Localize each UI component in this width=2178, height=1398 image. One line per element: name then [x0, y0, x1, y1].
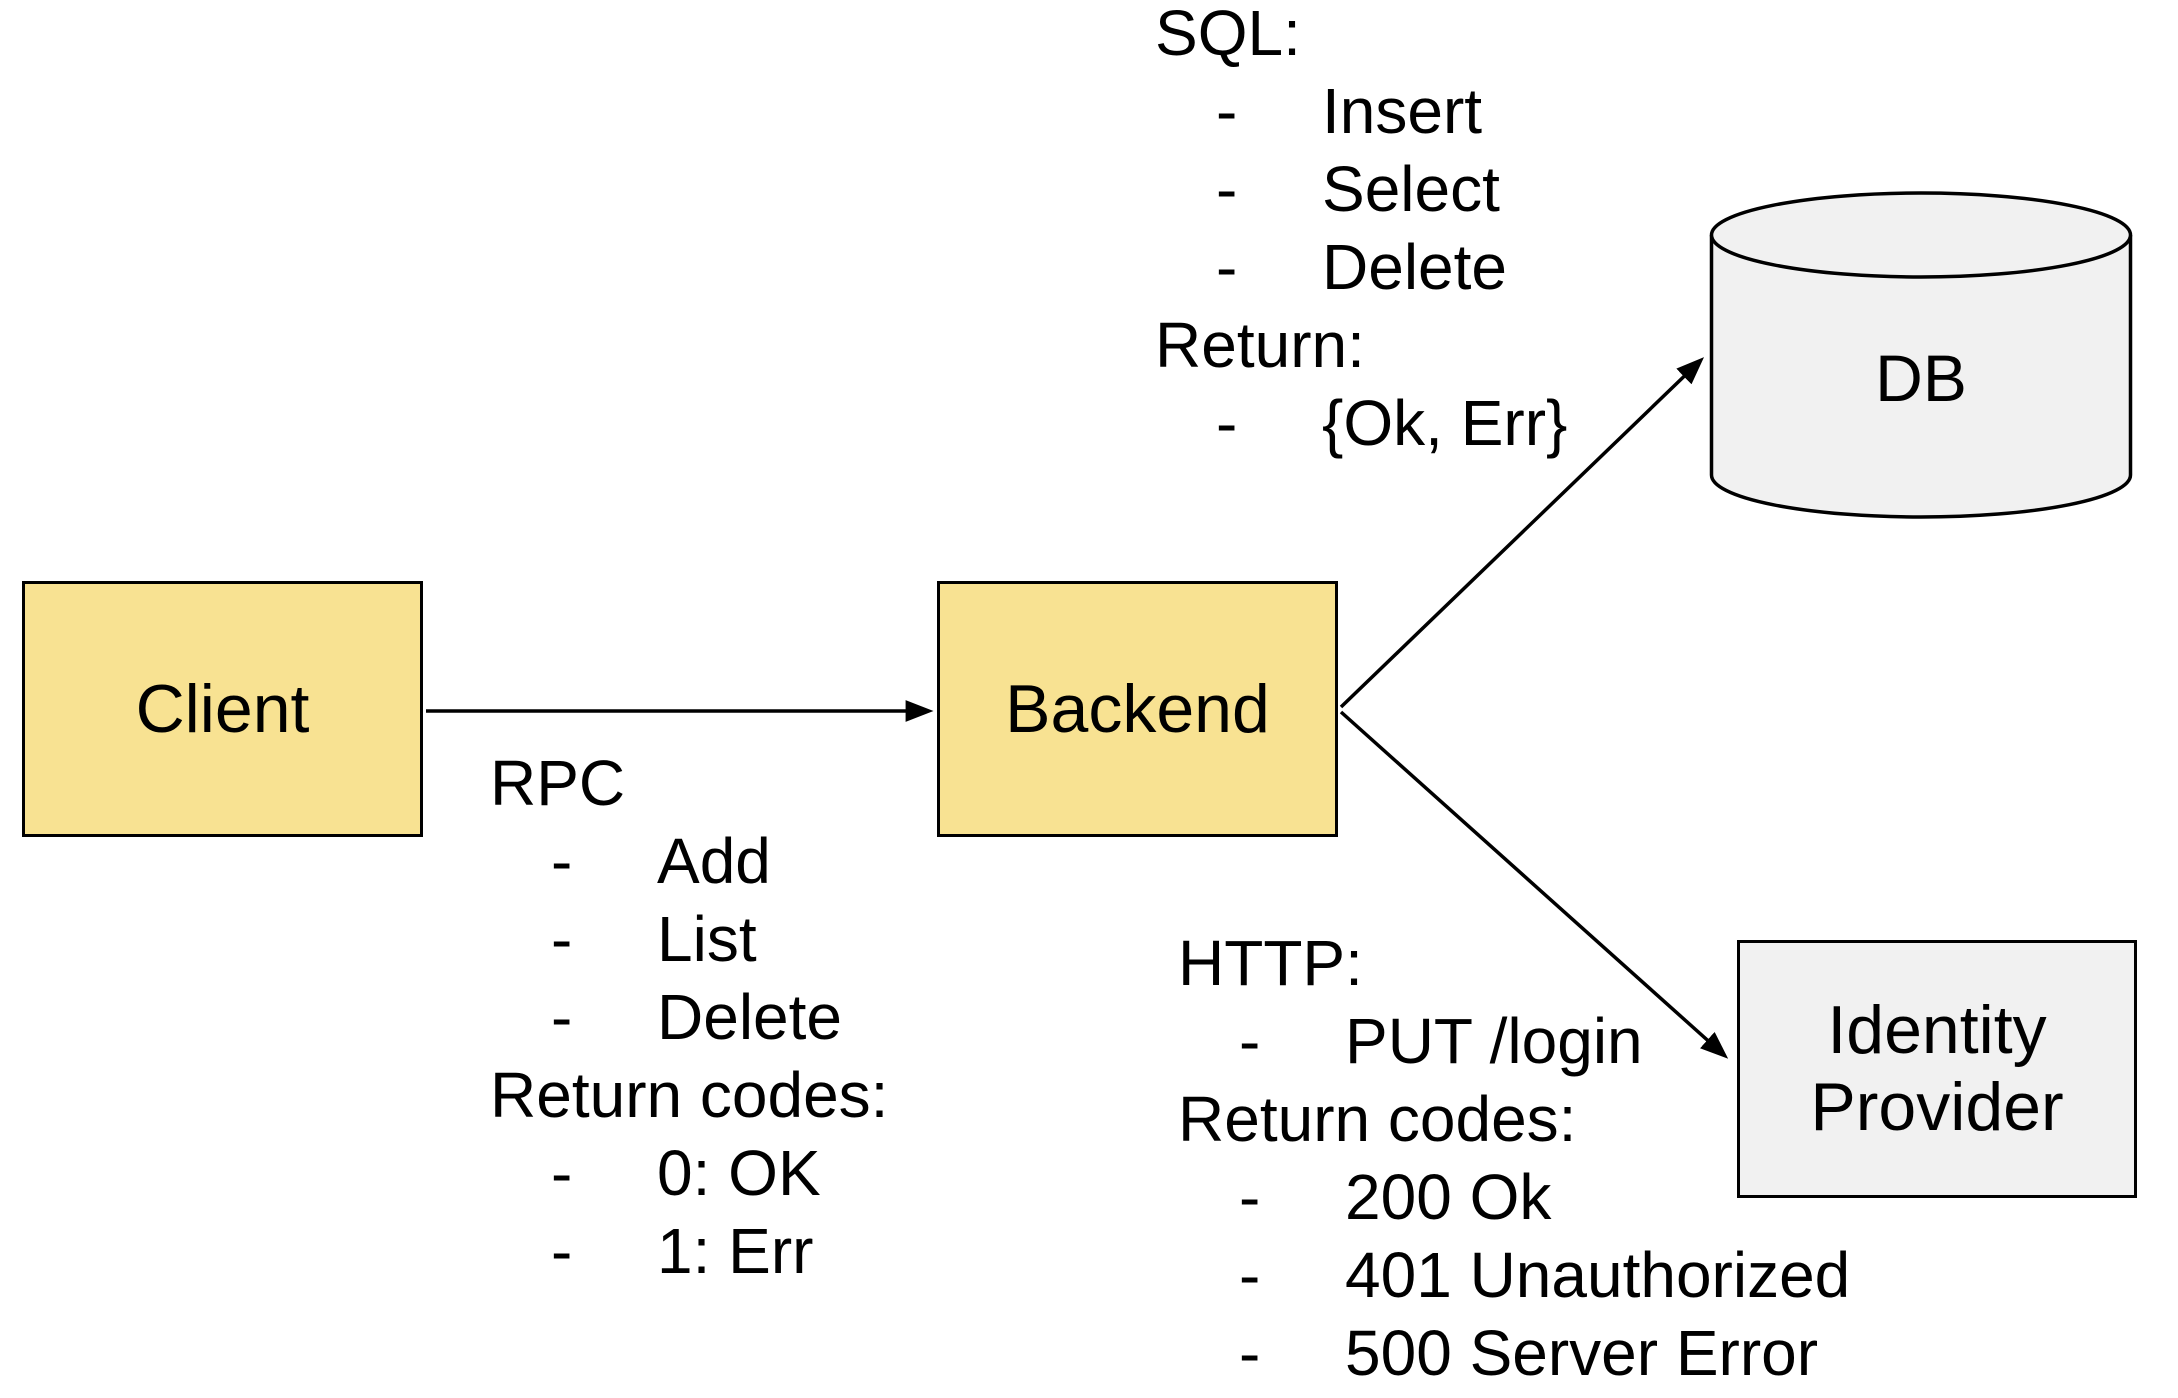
bullet-dash: - [1239, 1161, 1261, 1233]
http-return-item: - 401 Unauthorized [1178, 1236, 1850, 1314]
bullet-dash: - [551, 825, 573, 897]
bullet-dash: - [1216, 153, 1238, 225]
bullet-dash: - [1239, 1005, 1261, 1077]
http-list-item: - PUT /login [1178, 1002, 1850, 1080]
http-return-item: - 200 Ok [1178, 1158, 1850, 1236]
rpc-annotation-subtitle: Return codes: [490, 1059, 889, 1131]
db-node-label: DB [1710, 268, 2132, 488]
bullet-dash: - [1216, 387, 1238, 459]
sql-annotation-subtitle: Return: [1155, 309, 1365, 381]
sql-return-item-text: {Ok, Err} [1322, 387, 1568, 459]
backend-node: Backend [937, 581, 1338, 837]
identity-provider-node: Identity Provider [1737, 940, 2137, 1198]
database-cylinder-icon [1709, 191, 2133, 519]
rpc-return-item-text: 1: Err [657, 1215, 814, 1287]
sql-annotation-title: SQL: [1155, 0, 1301, 69]
sql-list-item-text: Delete [1322, 231, 1507, 303]
bullet-dash: - [551, 981, 573, 1053]
http-return-item-text: 200 Ok [1345, 1161, 1552, 1233]
sql-list-item: - Delete [1155, 228, 1567, 306]
rpc-annotation-title: RPC [490, 747, 626, 819]
bullet-dash: - [1239, 1317, 1261, 1389]
sql-return-item: - {Ok, Err} [1155, 384, 1567, 462]
http-return-item-text: 401 Unauthorized [1345, 1239, 1851, 1311]
sql-list-item-text: Select [1322, 153, 1500, 225]
client-node-label: Client [135, 670, 310, 747]
http-annotation-title: HTTP: [1178, 927, 1363, 999]
rpc-list-item: - List [490, 900, 888, 978]
rpc-return-item-text: 0: OK [657, 1137, 821, 1209]
http-annotation-subtitle: Return codes: [1178, 1083, 1577, 1155]
rpc-list-item-text: Add [657, 825, 771, 897]
db-node [1706, 189, 2136, 523]
backend-node-label: Backend [1005, 670, 1270, 747]
rpc-annotation: RPC - Add - List - Delete Return codes: - 0:… [490, 744, 888, 1290]
bullet-dash: - [1216, 75, 1238, 147]
rpc-list-item: - Delete [490, 978, 888, 1056]
sql-annotation: SQL: - Insert - Select - Delete Return: - {O… [1155, 0, 1567, 462]
rpc-return-item: - 0: OK [490, 1134, 888, 1212]
http-return-item: - 500 Server Error [1178, 1314, 1850, 1392]
bullet-dash: - [1239, 1239, 1261, 1311]
http-return-item-text: 500 Server Error [1345, 1317, 1819, 1389]
backend-to-db-arrow [1339, 357, 1705, 709]
identity-provider-node-label: Identity Provider [1810, 992, 2064, 1145]
rpc-return-item: - 1: Err [490, 1212, 888, 1290]
backend-to-identity-provider-arrow [1339, 710, 1729, 1059]
bullet-dash: - [551, 1215, 573, 1287]
bullet-dash: - [1216, 231, 1238, 303]
client-node: Client [22, 581, 423, 837]
bullet-dash: - [551, 903, 573, 975]
rpc-list-item-text: Delete [657, 981, 842, 1053]
http-list-item-text: PUT /login [1345, 1005, 1643, 1077]
rpc-list-item-text: List [657, 903, 757, 975]
sql-list-item: - Insert [1155, 72, 1567, 150]
rpc-list-item: - Add [490, 822, 888, 900]
bullet-dash: - [551, 1137, 573, 1209]
http-annotation: HTTP: -PUT /login Return codes: -200 Ok … [1178, 924, 1850, 1392]
sql-list-item-text: Insert [1322, 75, 1483, 147]
db-node-label-text: DB [1875, 341, 1967, 415]
sql-list-item: - Select [1155, 150, 1567, 228]
